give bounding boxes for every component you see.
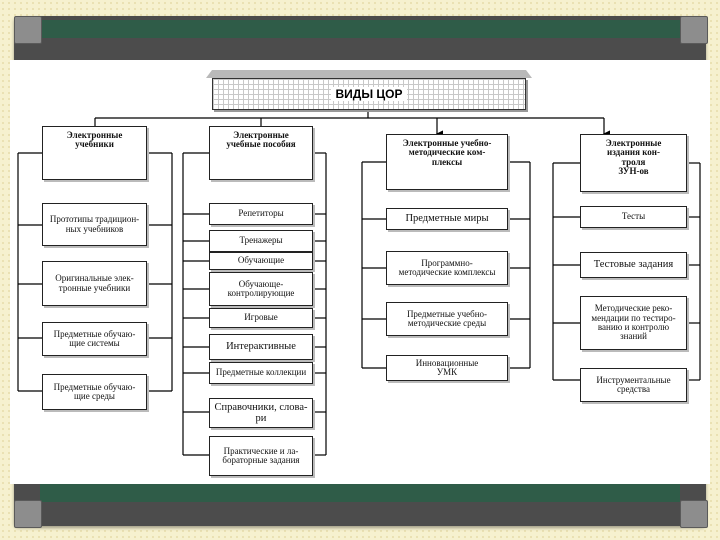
item-games: Игровые [209, 308, 313, 328]
column-header-e-control-editions: Электронные издания кон- троля ЗУН-ов [580, 134, 687, 192]
item-teaching: Обучающие [209, 252, 313, 270]
item-subject-collections: Предметные коллекции [209, 362, 313, 384]
item-subject-learning-environments: Предметные обучаю- щие среды [42, 374, 147, 410]
board-corner-bottom-right [680, 500, 708, 528]
item-practical-lab-tasks: Практические и ла- бораторные задания [209, 436, 313, 476]
title-3d-top [206, 70, 532, 78]
diagram-title: ВИДЫ ЦОР [212, 78, 526, 110]
item-instrumental-tools: Инструментальные средства [580, 368, 687, 402]
board-top-strip [40, 20, 680, 38]
column-header-e-teaching-complexes: Электронные учебно- методические ком- пл… [386, 134, 508, 190]
item-innovative-umk: Инновационные УМК [386, 355, 508, 381]
item-trainers: Тренажеры [209, 230, 313, 252]
item-subject-worlds: Предметные миры [386, 208, 508, 230]
item-original-e-textbooks: Оригинальные элек- тронные учебники [42, 261, 147, 306]
item-test-tasks: Тестовые задания [580, 252, 687, 278]
board-bottom-strip [40, 484, 680, 502]
item-reference-dictionaries: Справочники, слова- ри [209, 398, 313, 428]
column-header-e-study-aids: Электронные учебные пособия [209, 126, 313, 180]
item-teaching-controlling: Обучающе- контролирующие [209, 272, 313, 306]
column-header-e-textbooks: Электронные учебники [42, 126, 147, 180]
item-tutors: Репетиторы [209, 203, 313, 225]
board-corner-top-right [680, 16, 708, 44]
item-subject-learning-systems: Предметные обучаю- щие системы [42, 322, 147, 356]
item-subject-method-environments: Предметные учебно- методические среды [386, 302, 508, 336]
board-corner-bottom-left [14, 500, 42, 528]
item-interactive: Интерактивные [209, 334, 313, 360]
diagram-title-text: ВИДЫ ЦОР [331, 87, 407, 101]
item-prototype-textbooks: Прототипы традицион- ных учебников [42, 203, 147, 246]
item-tests: Тесты [580, 206, 687, 228]
board-corner-top-left [14, 16, 42, 44]
item-software-method-complexes: Программно- методические комплексы [386, 251, 508, 285]
item-method-recommendations: Методические реко- мендации по тестиро- … [580, 296, 687, 350]
